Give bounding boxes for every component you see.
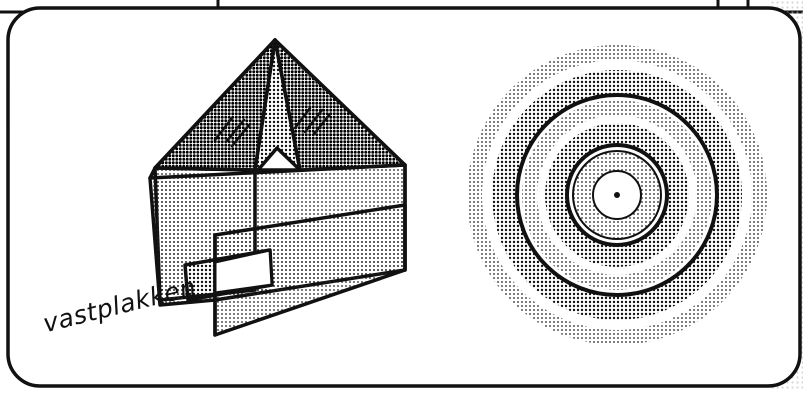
concentric-rings-drawing [467, 45, 767, 345]
